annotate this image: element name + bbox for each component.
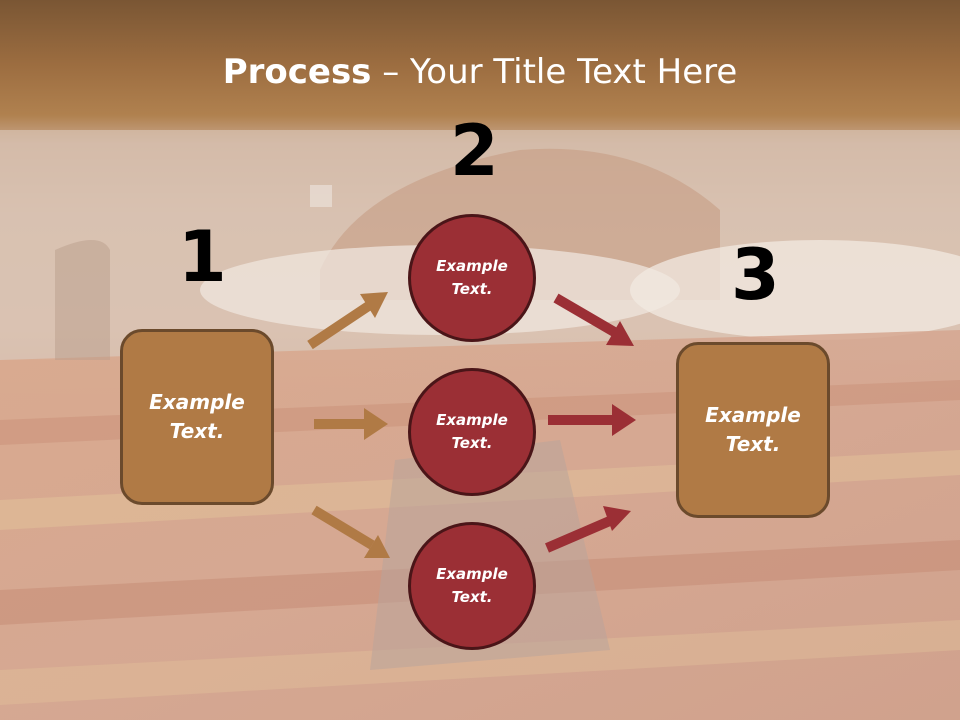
circle-middle: Example Text. xyxy=(408,368,536,496)
arrow-left-to-top xyxy=(307,292,388,350)
circle-top-line2: Text. xyxy=(451,280,493,298)
right-box: Example Text. xyxy=(676,342,830,518)
circle-top: Example Text. xyxy=(408,214,536,342)
title-rest: – Your Title Text Here xyxy=(371,52,738,92)
arrow-left-to-middle xyxy=(314,408,388,440)
step-number-1: 1 xyxy=(178,216,227,298)
step-number-2: 2 xyxy=(450,110,499,192)
left-box-line1: Example xyxy=(149,390,245,414)
arrow-left-to-bottom xyxy=(311,505,390,558)
circle-top-line1: Example xyxy=(436,257,508,275)
circle-bottom-line2: Text. xyxy=(451,588,493,606)
arrow-bottom-to-right xyxy=(545,506,631,553)
circle-middle-line2: Text. xyxy=(451,434,493,452)
right-box-line1: Example xyxy=(705,403,801,427)
arrow-top-to-right xyxy=(553,293,634,346)
circle-bottom: Example Text. xyxy=(408,522,536,650)
arrow-middle-to-right xyxy=(548,404,636,436)
right-box-line2: Text. xyxy=(725,432,781,456)
left-box: Example Text. xyxy=(120,329,274,505)
slide-title: Process – Your Title Text Here xyxy=(0,52,960,92)
circle-bottom-line1: Example xyxy=(436,565,508,583)
left-box-line2: Text. xyxy=(169,419,225,443)
step-number-3: 3 xyxy=(731,234,780,316)
circle-middle-line1: Example xyxy=(436,411,508,429)
title-bold: Process xyxy=(222,52,372,92)
